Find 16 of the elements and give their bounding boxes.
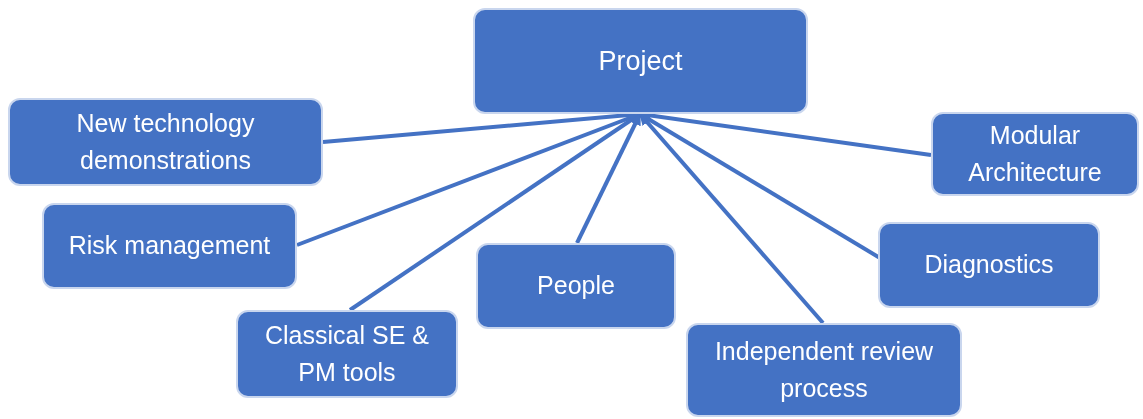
box-label: Project: [598, 44, 683, 78]
topic-box: [686, 323, 962, 417]
topic-box: [878, 222, 1100, 308]
box-label: Classical SE & PM tools: [264, 319, 430, 388]
box-label: People: [537, 270, 615, 302]
box-label: Risk management: [68, 230, 271, 262]
topic-box: [476, 243, 676, 329]
box-label: New technology demonstrations: [75, 107, 256, 176]
topic-box: [473, 8, 808, 114]
topic-box: [42, 203, 297, 289]
box-label: Diagnostics: [924, 249, 1054, 281]
topic-box: [931, 112, 1139, 196]
box-label: Independent review process: [713, 335, 935, 404]
box-label: Modular Architecture: [967, 119, 1103, 188]
topic-box: [236, 310, 458, 398]
topic-box: [8, 98, 323, 186]
